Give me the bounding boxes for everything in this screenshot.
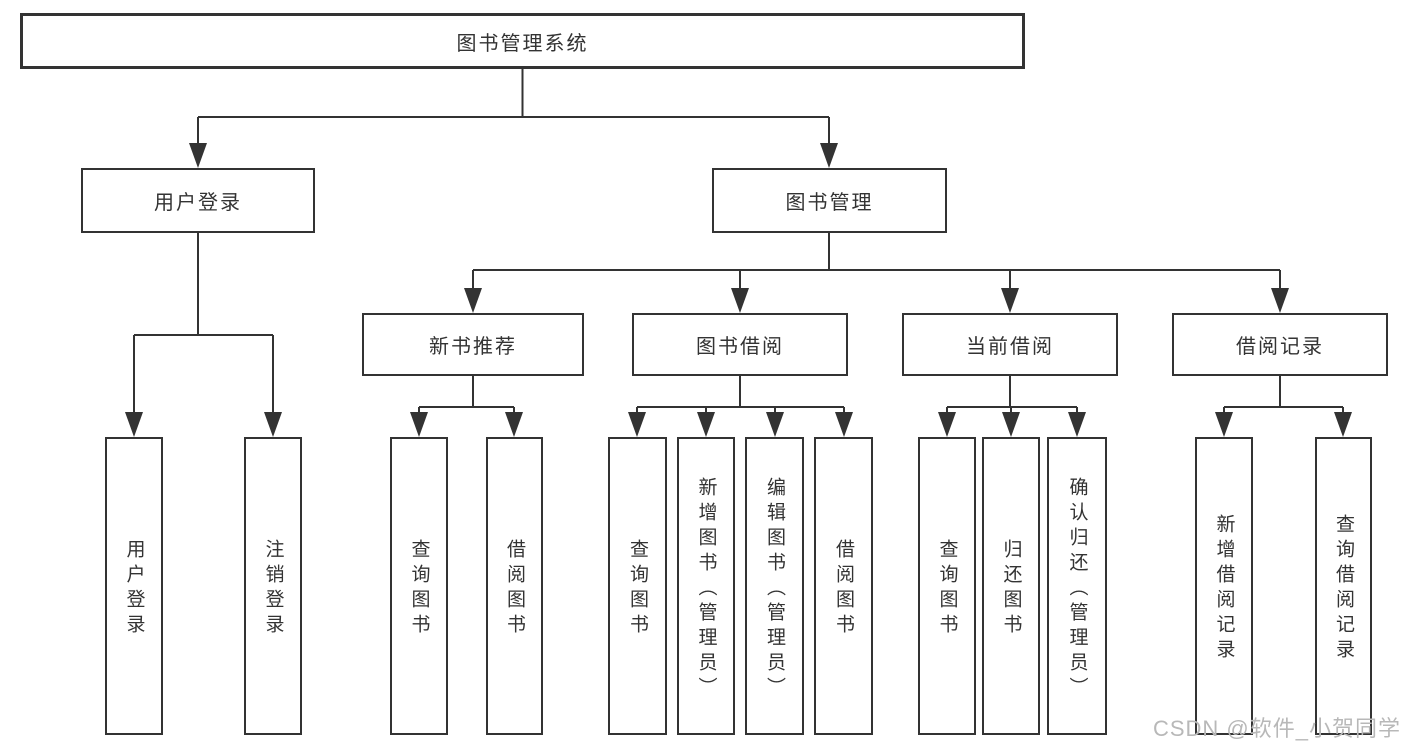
- node-book-borrow: 图书借阅: [632, 313, 848, 376]
- node-new-book-recommend: 新书推荐: [362, 313, 584, 376]
- connector-paths: [133, 69, 1344, 420]
- leaf-query-books-current: 查询图书: [918, 437, 976, 735]
- leaf-add-books-admin: 新增图书（管理员）: [677, 437, 735, 735]
- arrowheads: [125, 143, 1352, 437]
- node-user-login: 用户登录: [81, 168, 315, 233]
- leaf-edit-books-admin: 编辑图书（管理员）: [745, 437, 804, 735]
- node-borrow-records: 借阅记录: [1172, 313, 1388, 376]
- node-book-management: 图书管理: [712, 168, 947, 233]
- node-current-borrow: 当前借阅: [902, 313, 1118, 376]
- node-root-library-system: 图书管理系统: [20, 13, 1025, 69]
- leaf-return-books: 归还图书: [982, 437, 1040, 735]
- leaf-borrow-books-recommend: 借阅图书: [486, 437, 543, 735]
- leaf-confirm-return-admin: 确认归还（管理员）: [1047, 437, 1107, 735]
- leaf-query-books-recommend: 查询图书: [390, 437, 448, 735]
- leaf-query-books-borrow: 查询图书: [608, 437, 667, 735]
- leaf-query-borrow-record: 查询借阅记录: [1315, 437, 1372, 735]
- leaf-logout: 注销登录: [244, 437, 302, 735]
- leaf-add-borrow-record: 新增借阅记录: [1195, 437, 1253, 735]
- leaf-borrow-books: 借阅图书: [814, 437, 873, 735]
- leaf-user-login: 用户登录: [105, 437, 163, 735]
- watermark-text: CSDN @软件_小贺同学: [1152, 716, 1401, 741]
